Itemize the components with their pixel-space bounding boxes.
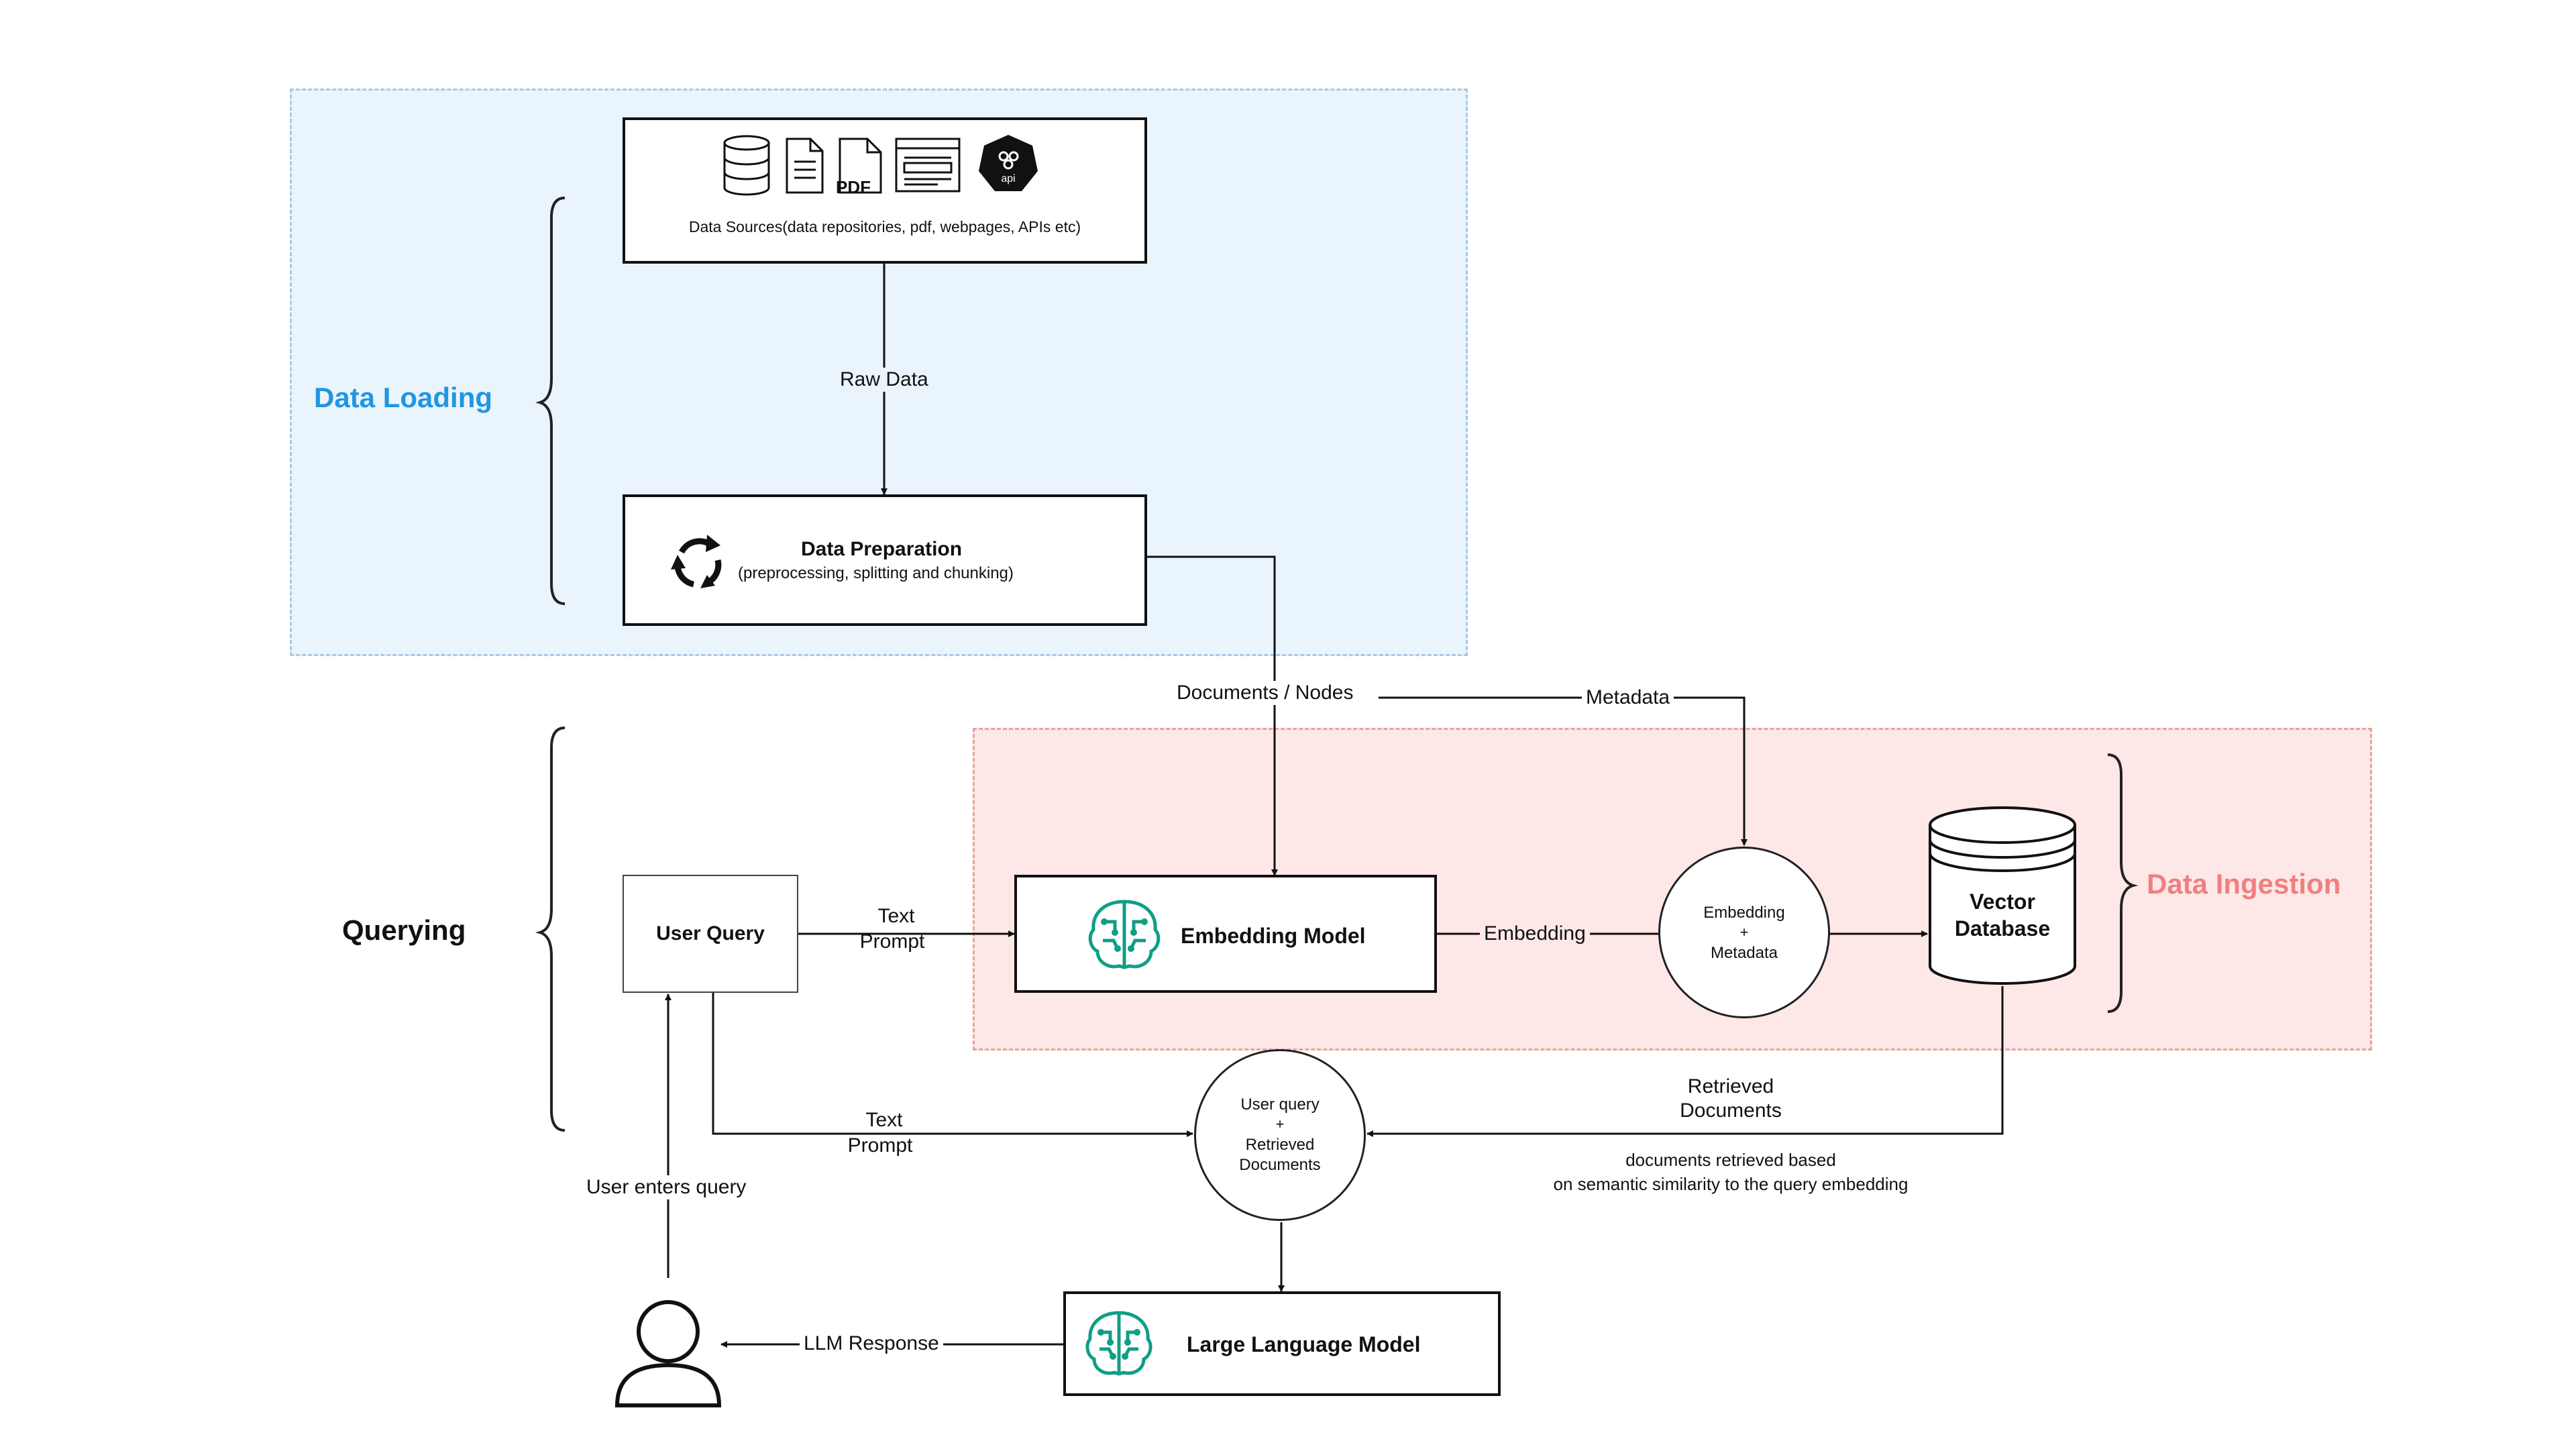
document-icon: [786, 138, 824, 194]
vector-database-label-line2: Database: [1954, 916, 2051, 941]
querying-brace: [535, 727, 566, 1132]
edge-retrieved-documents: [1366, 986, 2004, 1137]
query-plus-documents-line3: Retrieved: [1245, 1136, 1315, 1154]
querying-title: Querying: [342, 914, 466, 946]
edge-label-text-prompt-1a: Text: [852, 904, 941, 928]
retrieval-note-line1: documents retrieved based: [1625, 1150, 1836, 1170]
embedding-metadata-line1: Embedding: [1703, 904, 1785, 922]
data-sources-label: Data Sources(data repositories, pdf, web…: [688, 218, 1081, 235]
edge-metadata: [1379, 696, 1748, 846]
ai-brain-icon: [1085, 1311, 1152, 1376]
edge-label-documents-nodes: Documents / Nodes: [1173, 681, 1358, 705]
webpage-icon: [895, 138, 961, 193]
edge-label-raw-data: Raw Data: [836, 368, 932, 392]
retrieval-note-line2: on semantic similarity to the query embe…: [1553, 1174, 1909, 1194]
edge-label-text-prompt-2a: Text: [840, 1108, 928, 1132]
embedding-metadata-line2: +: [1739, 924, 1749, 941]
user-icon: [614, 1300, 722, 1407]
data-loading-title: Data Loading: [314, 382, 493, 413]
data-preparation-title: Data Preparation: [801, 538, 963, 560]
edge-label-llm-response: LLM Response: [800, 1332, 943, 1356]
edge-label-retrieved-documents-b: Documents: [1680, 1099, 1782, 1122]
user-query-box: User Query: [623, 875, 798, 993]
data-ingestion-title: Data Ingestion: [2147, 868, 2341, 900]
user-query-label: User Query: [656, 922, 765, 945]
query-plus-documents-line2: +: [1275, 1116, 1285, 1132]
embedding-model-label: Embedding Model: [1181, 924, 1366, 948]
embedding-metadata-line3: Metadata: [1710, 944, 1778, 962]
edge-label-metadata: Metadata: [1582, 686, 1674, 710]
edge-label-embedding: Embedding: [1480, 922, 1590, 946]
query-plus-documents-line1: User query: [1240, 1095, 1320, 1114]
data-sources-box: PDF api Data Sources(data repositories, …: [623, 117, 1147, 264]
pdf-icon: [839, 138, 882, 194]
data-loading-brace: [535, 197, 566, 605]
edge-documents-nodes: [1146, 555, 1278, 876]
llm-box: Large Language Model: [1063, 1291, 1501, 1396]
query-plus-documents-line4: Documents: [1239, 1156, 1321, 1174]
edge-label-text-prompt-1b: Prompt: [859, 930, 925, 953]
pdf-label: PDF: [836, 177, 871, 197]
database-icon: [723, 135, 770, 196]
vector-database-label-line1: Vector: [1970, 890, 2035, 914]
data-preparation-box: Data Preparation (preprocessing, splitti…: [623, 494, 1147, 626]
edge-label-user-enters-query: User enters query: [582, 1175, 751, 1199]
ai-brain-icon: [1088, 900, 1161, 969]
data-ingestion-brace: [2107, 753, 2139, 1013]
refresh-cycle-icon: [671, 535, 722, 588]
cylinder-database-icon: [1929, 806, 2076, 985]
edge-label-retrieved-documents-a: Retrieved: [1687, 1075, 1774, 1097]
data-preparation-subtitle: (preprocessing, splitting and chunking): [738, 564, 1014, 582]
query-plus-documents-node: User query + Retrieved Documents: [1194, 1049, 1366, 1221]
llm-label: Large Language Model: [1187, 1332, 1421, 1356]
embedding-model-box: Embedding Model: [1014, 875, 1437, 993]
embedding-metadata-node: Embedding + Metadata: [1658, 847, 1830, 1018]
edge-text-prompt-2: [712, 993, 1193, 1137]
api-icon: api: [979, 135, 1038, 191]
data-sources-icons: PDF api: [723, 135, 1038, 197]
api-label: api: [1001, 173, 1015, 184]
edge-label-text-prompt-2b: Prompt: [847, 1134, 913, 1157]
